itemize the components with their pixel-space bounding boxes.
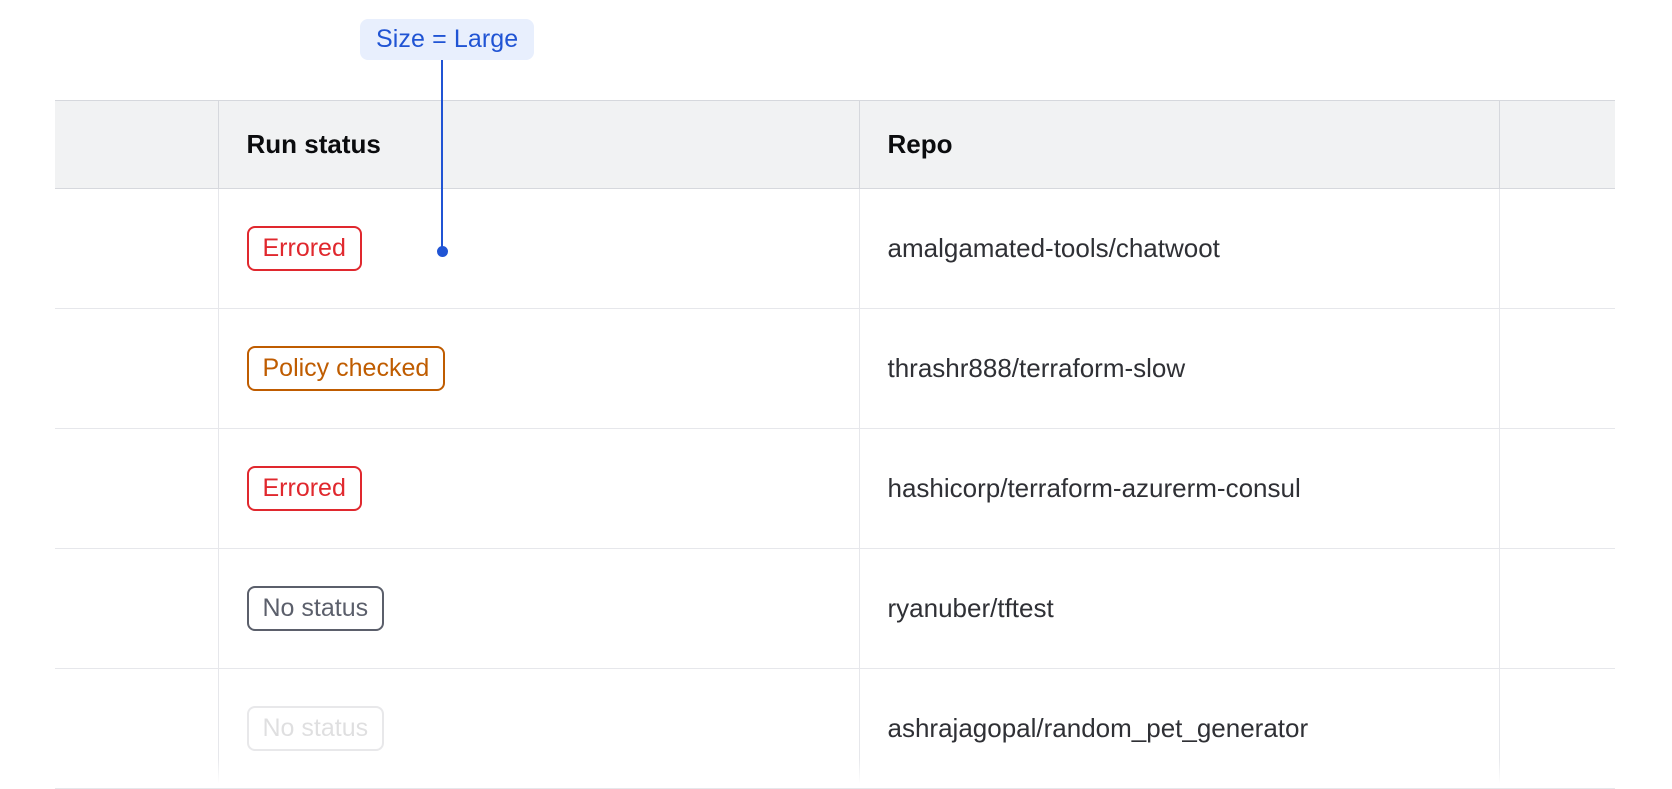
table-row[interactable]: No status ashrajagopal/random_pet_genera… xyxy=(55,668,1615,789)
table-header: Run status Repo xyxy=(55,100,1615,189)
table-row[interactable]: Policy checked thrashr888/terraform-slow xyxy=(55,308,1615,429)
repo-cell[interactable]: thrashr888/terraform-slow xyxy=(859,308,1500,429)
table-row[interactable]: Errored hashicorp/terraform-azurerm-cons… xyxy=(55,428,1615,549)
row-tail-cell xyxy=(1499,668,1615,789)
run-status-cell: Policy checked xyxy=(218,308,860,429)
row-tail-cell xyxy=(1499,308,1615,429)
status-badge[interactable]: Policy checked xyxy=(246,346,446,391)
status-badge[interactable]: No status xyxy=(246,706,385,751)
annotation-badge-label: Size = Large xyxy=(376,25,519,53)
row-tail-cell xyxy=(1499,428,1615,549)
status-badge-label: No status xyxy=(262,714,369,742)
runs-table: Run status Repo Errored amalgamated-tool… xyxy=(55,100,1615,789)
run-status-cell: Errored xyxy=(218,188,860,309)
repo-cell[interactable]: ryanuber/tftest xyxy=(859,548,1500,669)
table-row[interactable]: No status ryanuber/tftest xyxy=(55,548,1615,669)
row-select-cell[interactable] xyxy=(55,548,219,669)
status-badge-label: Errored xyxy=(262,234,346,262)
status-badge-label: Policy checked xyxy=(262,354,430,382)
repo-cell[interactable]: ashrajagopal/random_pet_generator xyxy=(859,668,1500,789)
repo-cell[interactable]: hashicorp/terraform-azurerm-consul xyxy=(859,428,1500,549)
row-tail-cell xyxy=(1499,188,1615,309)
table-body: Errored amalgamated-tools/chatwoot Polic… xyxy=(55,188,1615,789)
repo-cell[interactable]: amalgamated-tools/chatwoot xyxy=(859,188,1500,309)
row-select-cell[interactable] xyxy=(55,428,219,549)
status-badge-label: No status xyxy=(262,594,369,622)
column-header-run-status[interactable]: Run status xyxy=(218,100,860,189)
row-tail-cell xyxy=(1499,548,1615,669)
status-badge[interactable]: Errored xyxy=(246,466,362,511)
run-status-cell: Errored xyxy=(218,428,860,549)
run-status-cell: No status xyxy=(218,668,860,789)
status-badge[interactable]: Errored xyxy=(246,226,362,271)
row-select-cell[interactable] xyxy=(55,308,219,429)
row-select-cell[interactable] xyxy=(55,668,219,789)
column-header-repo[interactable]: Repo xyxy=(859,100,1500,189)
annotation-badge: Size = Large xyxy=(360,19,535,60)
row-select-cell[interactable] xyxy=(55,188,219,309)
column-header-select xyxy=(55,100,219,189)
run-status-cell: No status xyxy=(218,548,860,669)
table-header-row: Run status Repo xyxy=(55,100,1615,189)
status-badge[interactable]: No status xyxy=(246,586,385,631)
status-badge-label: Errored xyxy=(262,474,346,502)
column-header-tail xyxy=(1499,100,1615,189)
table-row[interactable]: Errored amalgamated-tools/chatwoot xyxy=(55,188,1615,309)
